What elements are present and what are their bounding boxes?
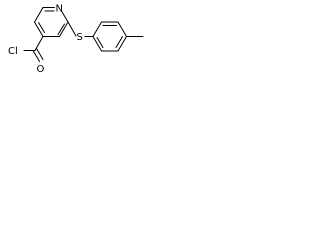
chemical-structure-diagram: N S Cl O	[8, 4, 144, 75]
tolyl-thio-group	[67, 21, 144, 52]
acyl-chloride-group	[23, 36, 44, 62]
bond-ar-6	[92, 36, 102, 52]
nitrogen-atom-label: N	[56, 4, 63, 15]
bond-c5-c6	[34, 7, 44, 23]
bond-c4-c5-inner	[38, 22, 45, 33]
bond-c2-c3-inner	[57, 23, 65, 35]
bond-ar-3	[117, 21, 127, 37]
bond-c4-c5	[34, 21, 44, 37]
bond-ar-4-inner	[115, 36, 123, 48]
bond-ar-6-inner	[96, 37, 104, 48]
bond-ar-4	[117, 36, 127, 52]
bond-n-c2	[61, 10, 69, 23]
bond-carbonyl-o-1	[32, 50, 40, 62]
chlorine-atom-label: Cl	[8, 46, 18, 57]
bond-c2-c3	[59, 21, 69, 37]
sulfur-atom-label: S	[77, 32, 83, 43]
bond-carbonyl-o-2	[36, 48, 44, 60]
oxygen-atom-label: O	[37, 64, 45, 75]
pyridine-ring	[34, 7, 69, 37]
bond-ar-1	[92, 21, 102, 37]
bond-c2-s	[67, 21, 77, 37]
